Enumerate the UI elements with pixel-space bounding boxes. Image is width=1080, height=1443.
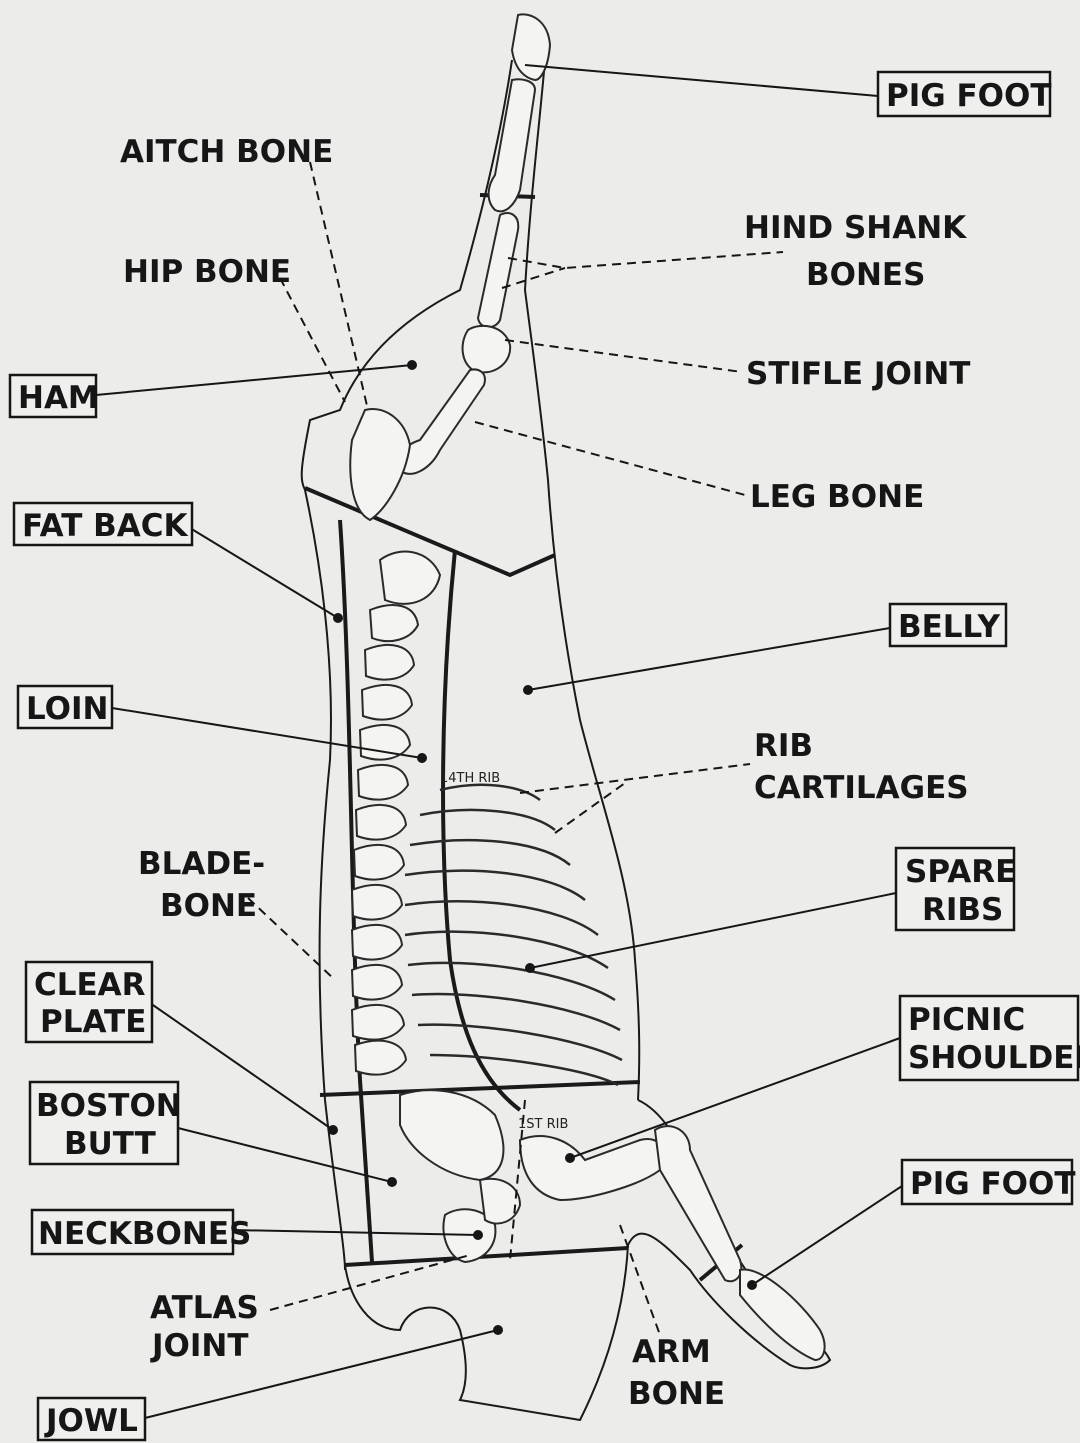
label-pig-foot-hind: PIG FOOT <box>878 72 1052 116</box>
blade-bone-label-2: BONE <box>160 888 257 924</box>
label-spare-ribs: SPARE RIBS <box>896 848 1016 930</box>
label-boston-butt: BOSTON BUTT <box>30 1082 182 1164</box>
stifle-joint-label: STIFLE JOINT <box>746 356 970 392</box>
fourteenth-rib-label: 14TH RIB <box>440 771 500 786</box>
label-belly: BELLY <box>890 604 1006 646</box>
arm-bone-label-1: ARM <box>632 1334 711 1370</box>
hip-bone-label: HIP BONE <box>123 254 291 290</box>
label-fat-back: FAT BACK <box>14 503 192 545</box>
spare-ribs-text-1: SPARE <box>905 854 1016 890</box>
hind-shank-bones-label-2: BONES <box>806 257 925 293</box>
clear-plate-text-2: PLATE <box>40 1004 146 1040</box>
blade-bone-label-1: BLADE- <box>138 846 265 882</box>
jowl-text: JOWL <box>44 1403 138 1439</box>
atlas-joint-label-1: ATLAS <box>150 1290 259 1326</box>
label-pig-foot-fore: PIG FOOT <box>902 1160 1076 1204</box>
label-picnic-shoulder: PICNIC SHOULDER <box>900 996 1080 1080</box>
pig-foot-hind-text: PIG FOOT <box>886 78 1052 114</box>
ham-text: HAM <box>18 380 99 416</box>
hind-shank-bones-label-1: HIND SHANK <box>744 210 967 246</box>
label-ham: HAM <box>10 375 99 417</box>
first-rib-label: 1ST RIB <box>518 1117 568 1132</box>
neckbones-text: NECKBONES <box>38 1216 251 1252</box>
atlas-joint-label-2: JOINT <box>150 1328 249 1364</box>
fat-back-text: FAT BACK <box>22 508 189 544</box>
picnic-shoulder-text-2: SHOULDER <box>908 1040 1080 1076</box>
aitch-bone-label: AITCH BONE <box>120 134 333 170</box>
boston-butt-text-1: BOSTON <box>36 1088 182 1124</box>
clear-plate-text-1: CLEAR <box>34 967 146 1003</box>
label-neckbones: NECKBONES <box>32 1210 251 1254</box>
leg-bone-label: LEG BONE <box>750 479 924 515</box>
label-clear-plate: CLEAR PLATE <box>26 962 152 1042</box>
arm-bone-label-2: BONE <box>628 1376 725 1412</box>
belly-text: BELLY <box>898 609 1000 645</box>
rib-cartilages-label-1: RIB <box>754 728 813 764</box>
rib-cartilages-label-2: CARTILAGES <box>754 770 969 806</box>
loin-text: LOIN <box>26 691 108 727</box>
pig-foot-fore-text: PIG FOOT <box>910 1166 1076 1202</box>
boston-butt-text-2: BUTT <box>64 1126 156 1162</box>
spare-ribs-text-2: RIBS <box>922 892 1003 928</box>
label-jowl: JOWL <box>38 1398 145 1440</box>
label-loin: LOIN <box>18 686 112 728</box>
picnic-shoulder-text-1: PICNIC <box>908 1002 1025 1038</box>
